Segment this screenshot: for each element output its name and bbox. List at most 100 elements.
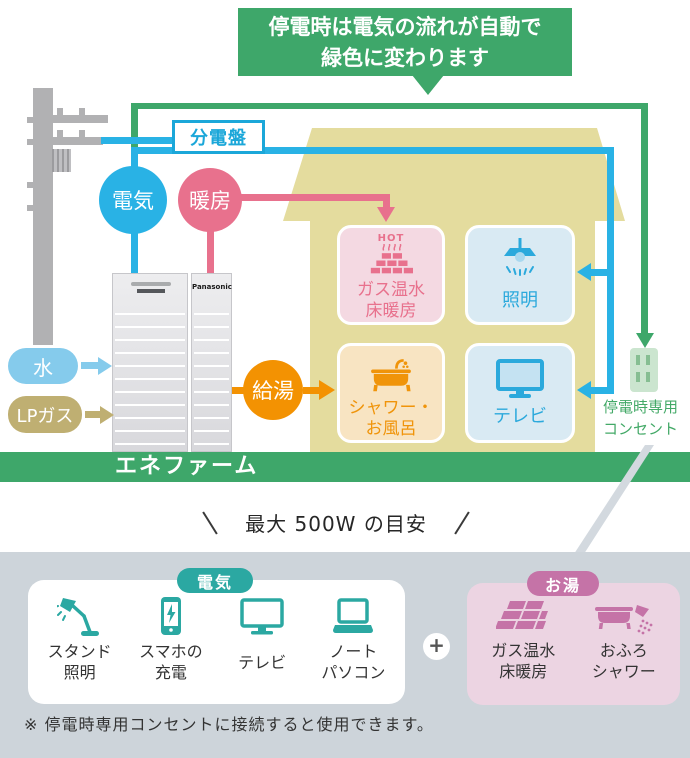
plus-icon: +	[423, 633, 450, 660]
max-watt-guide: 最大 500W の目安	[0, 508, 672, 537]
footnote: ※ 停電時専用コンセントに接続すると使用できます。	[24, 715, 434, 734]
blue-wire-main	[131, 147, 614, 154]
pole-insulator	[57, 130, 63, 137]
louver-texture	[194, 302, 229, 449]
blue-wire-to-unit	[131, 230, 138, 275]
green-wire-horizontal	[131, 103, 648, 109]
lpgas-label: LPガス	[16, 405, 74, 427]
laptop-icon	[333, 598, 374, 633]
green-arrow-to-outlet	[636, 333, 654, 348]
pendant-light-icon	[504, 238, 536, 276]
hot-water-badge: お湯	[527, 571, 599, 596]
pole-crossarm-top	[48, 115, 108, 123]
item-laptop: ノート パソコン	[308, 594, 399, 684]
hot-label: HOT	[377, 233, 405, 244]
room-floor-heating-label: ガス温水 床暖房	[357, 280, 425, 321]
pole-crossarm-bottom	[48, 137, 103, 145]
tv-icon	[496, 359, 544, 398]
pink-wire-corner	[383, 194, 390, 208]
bathtub-icon	[371, 359, 411, 392]
outage-banner: 停電時は電気の流れが自動で 緑色に変わります	[238, 8, 572, 76]
blue-stub-lighting	[590, 269, 608, 276]
item-bath-shower: おふろ シャワー	[574, 599, 675, 683]
desk-lamp-icon	[56, 598, 99, 636]
water-arrow	[98, 357, 112, 375]
right-slash	[454, 510, 470, 535]
hot-water-usage-box: ガス温水 床暖房 おふろ	[467, 583, 680, 705]
item-label: ノート パソコン	[321, 642, 386, 682]
callout-wedge	[572, 445, 654, 557]
pole-insulator	[79, 130, 85, 137]
item-floor-heating: ガス温水 床暖房	[473, 599, 574, 683]
room-bath: シャワー・ お風呂	[337, 343, 445, 443]
heating-label: 暖房	[189, 189, 231, 213]
blue-stub-tv	[590, 387, 608, 394]
electricity-bubble: 電気	[99, 166, 167, 234]
floor-heating-icon	[496, 601, 549, 629]
pole-bolt	[27, 205, 33, 211]
blue-wire-house-drop	[607, 147, 614, 394]
distribution-board-label: 分電盤	[190, 128, 247, 149]
green-wire-left-drop	[131, 103, 138, 160]
tv-icon	[240, 598, 284, 635]
lpgas-arrow	[100, 406, 114, 424]
orange-arrow-shaft	[303, 387, 319, 394]
item-stand-light: スタンド 照明	[34, 594, 125, 684]
electric-badge: 電気	[177, 568, 253, 593]
lpgas-arrow-shaft	[85, 411, 100, 418]
enefarm-model-plate	[137, 289, 165, 293]
item-label: ガス温水 床暖房	[491, 641, 556, 681]
smartphone-icon	[160, 597, 181, 635]
orange-arrow-to-bath	[319, 380, 335, 400]
electric-usage-box: スタンド 照明 スマホの 充電	[28, 580, 405, 704]
banner-line2: 緑色に変わります	[321, 46, 489, 70]
banner-pointer	[412, 75, 444, 95]
brand-label: Panasonic	[192, 283, 232, 291]
item-label: テレビ	[238, 652, 287, 672]
item-label: スマホの 充電	[139, 642, 203, 682]
outlet-icon	[630, 348, 658, 392]
electric-items: スタンド 照明 スマホの 充電	[34, 594, 399, 684]
left-slash	[202, 510, 218, 535]
distribution-board: 分電盤	[172, 120, 265, 154]
pink-wire-horizontal	[240, 194, 390, 201]
pole-bolt	[27, 139, 33, 145]
house-roof	[283, 128, 625, 221]
blue-wire-pole-to-board	[101, 137, 172, 144]
green-wire-right-drop	[641, 103, 648, 333]
water-pill: 水	[8, 348, 78, 384]
enefarm-logo	[131, 282, 171, 286]
room-floor-heating: HOT ガス温水 床暖房	[337, 225, 445, 325]
enefarm-ground-bar: エネファーム	[0, 452, 690, 482]
enefarm-unit: Panasonic	[112, 273, 232, 452]
room-lighting: 照明	[465, 225, 575, 325]
max-watt-text: 最大 500W の目安	[245, 512, 427, 536]
room-tv: テレビ	[465, 343, 575, 443]
outlet-label: 停電時専用 コンセント	[602, 398, 678, 438]
hot-water-label: 給湯	[252, 379, 294, 403]
room-tv-label: テレビ	[493, 406, 547, 427]
hot-water-bubble: 給湯	[243, 360, 303, 420]
electricity-label: 電気	[112, 189, 154, 213]
transformer-icon	[52, 149, 71, 172]
hot-water-items: ガス温水 床暖房 おふろ	[473, 599, 674, 683]
banner-line1: 停電時は電気の流れが自動で	[268, 15, 542, 39]
enefarm-unit-left-cabinet	[112, 273, 188, 452]
hot-floor-icon	[370, 244, 413, 274]
enefarm-unit-right-cabinet: Panasonic	[191, 273, 232, 452]
pink-wire-to-unit	[207, 228, 214, 275]
orange-wire-unit-to-kyuto	[232, 387, 246, 394]
water-label: 水	[33, 355, 53, 380]
blue-arrow-tv	[577, 381, 591, 399]
pole-insulator	[57, 108, 63, 115]
pole-insulator	[79, 108, 85, 115]
pole-bolt	[27, 182, 33, 188]
pink-arrow-into-house	[377, 207, 395, 222]
room-lighting-label: 照明	[502, 290, 538, 311]
power-pole	[33, 88, 53, 345]
bath-shower-icon	[594, 605, 653, 635]
heating-bubble: 暖房	[178, 168, 242, 232]
louver-texture	[115, 302, 185, 449]
item-phone-charge: スマホの 充電	[125, 594, 216, 684]
